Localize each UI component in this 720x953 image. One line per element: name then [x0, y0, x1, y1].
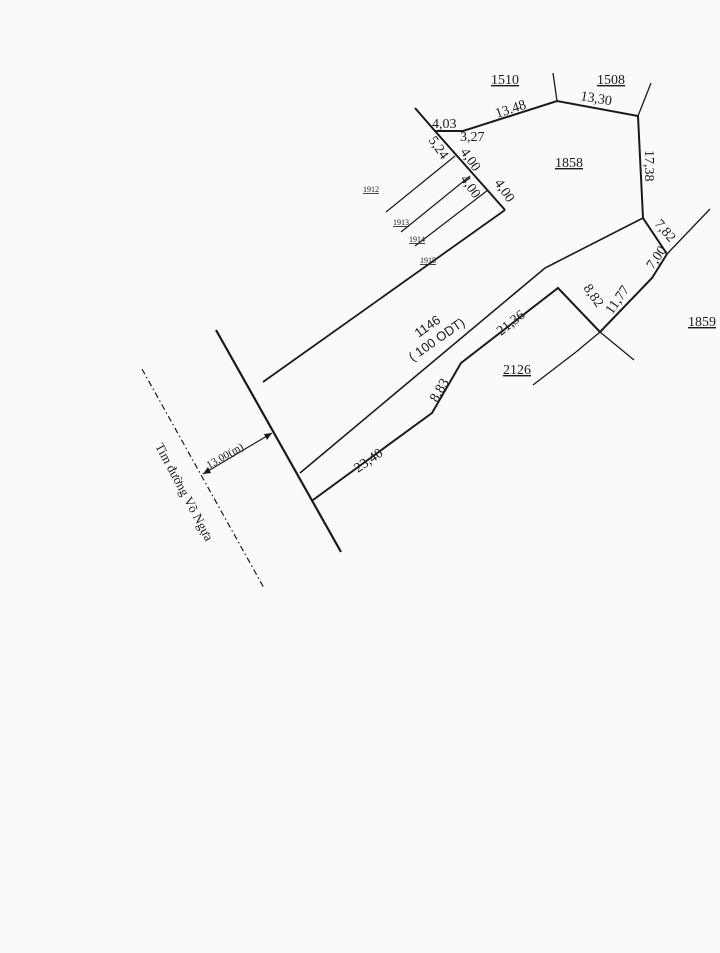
parcel-boundary: [552, 72, 558, 102]
dim-13-30: 13,30: [579, 89, 613, 109]
arrow-head-icon: [264, 433, 272, 440]
arrow-head-icon: [203, 467, 211, 474]
parcel-label-1858: 1858: [555, 156, 583, 171]
dim-7-00: 7,00: [644, 244, 670, 273]
dim-4-00-c: 4,00: [491, 177, 517, 206]
dim-4-03: 4,03: [432, 117, 457, 132]
parcel-boundary: [599, 331, 635, 361]
dim-setback-13-00: 13.00(m): [205, 441, 246, 472]
parcel-label-1915: 1915: [420, 256, 436, 265]
parcel-boundary: [400, 175, 471, 233]
dim-3-27: 3,27: [460, 130, 485, 145]
parcel-boundary: [637, 82, 652, 117]
dim-5-24: 5,24: [425, 134, 451, 163]
parcel-boundary: [575, 331, 601, 353]
road-centerline: [141, 368, 265, 589]
road-label: Tim đường Võ Ngựa: [152, 440, 216, 543]
parcel-boundary: [666, 208, 711, 255]
parcel-label-2126: 2126: [503, 363, 531, 378]
parcel-label-1912: 1912: [363, 185, 379, 194]
parcel-label-1859: 1859: [688, 315, 716, 330]
dim-8-83: 8,83: [427, 376, 452, 405]
parcel-label-1508: 1508: [597, 73, 625, 88]
setback-dimension-line: [202, 432, 273, 475]
dim-13-48: 13.48: [494, 98, 529, 122]
parcel-boundary: [312, 253, 668, 501]
parcel-boundary: [299, 217, 644, 474]
parcel-boundary: [414, 107, 506, 211]
parcel-boundary: [414, 189, 489, 247]
parcel-boundary: [262, 209, 506, 383]
parcel-boundary: [385, 155, 456, 213]
dim-11-77: 11,77: [603, 283, 633, 317]
road-frontage-line: [215, 329, 342, 553]
dim-8-82: 8,82: [580, 282, 606, 311]
parcel-label-1914: 1914: [409, 235, 425, 244]
parcel-label-1913: 1913: [393, 218, 409, 227]
parcel-boundary: [435, 99, 668, 255]
dim-7-82: 7,82: [651, 217, 678, 245]
dim-21-36: 21,36: [494, 308, 528, 339]
dim-17-38: 17,38: [641, 150, 656, 182]
parcel-label-1510: 1510: [491, 73, 519, 88]
parcel-boundary: [532, 351, 577, 386]
